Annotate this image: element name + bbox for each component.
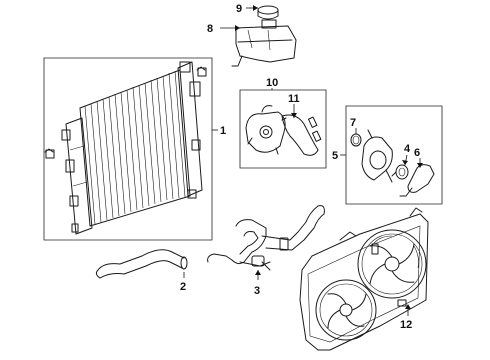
lower-fan (315, 279, 377, 341)
callout-10: 10 (266, 77, 278, 89)
radiator-core (79, 69, 191, 227)
radiator-right-tank (177, 61, 203, 199)
callout-12: 12 (400, 319, 412, 331)
callout-5: 5 (332, 150, 338, 162)
reservoir-cap (257, 5, 279, 20)
coolant-outlet (399, 164, 435, 197)
thermostat-housing (361, 129, 393, 183)
thermostat-group: 5 7 4 6 (332, 105, 443, 205)
radiator-group-box (43, 57, 213, 241)
callout-4: 4 (404, 143, 411, 155)
lower-radiator-hose (95, 249, 188, 279)
fan-shroud-assembly (299, 207, 429, 351)
thermostat-box (345, 105, 443, 205)
callout-9: 9 (236, 3, 242, 15)
radiator-assembly: 1 (43, 57, 226, 241)
callout-3: 3 (254, 285, 260, 297)
callout-6: 6 (414, 147, 420, 159)
upper-fan (357, 229, 427, 299)
radiator-brackets (44, 66, 207, 159)
callout-11: 11 (288, 93, 300, 105)
o-ring (350, 133, 362, 147)
thermostat (391, 164, 409, 180)
callout-1: 1 (220, 125, 226, 137)
water-pump (245, 105, 287, 155)
callout-8: 8 (207, 23, 213, 35)
coolant-reservoir (231, 19, 297, 67)
water-pump-gasket (281, 114, 319, 156)
water-pump-bolts (307, 116, 322, 142)
water-pump-group: 10 11 (239, 77, 327, 169)
callout-7: 7 (350, 117, 356, 129)
water-pump-box (239, 89, 327, 169)
radiator-left-tank (61, 117, 93, 235)
upper-radiator-hose (207, 205, 325, 271)
callout-2: 2 (180, 281, 186, 293)
